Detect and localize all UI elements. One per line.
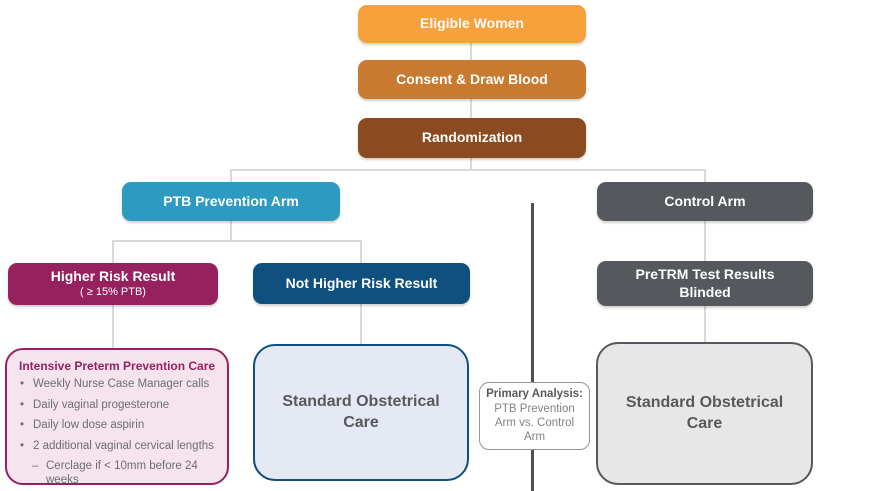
care-sub-bullet-item: Cerclage if < 10mm before 24 weeks	[19, 460, 217, 487]
connector-line	[360, 304, 362, 344]
node-label: Not Higher Risk Result	[285, 274, 438, 291]
connector-line	[230, 169, 232, 182]
flow-node-control-arm: Control Arm	[597, 182, 813, 221]
primary-analysis-body: PTB Prevention Arm vs. Control Arm	[494, 402, 575, 444]
node-label: PreTRM Test Results Blinded	[635, 266, 775, 300]
connector-line	[704, 221, 706, 261]
node-label: Higher Risk Result	[50, 267, 176, 284]
flow-node-ptb-prevention-arm: PTB Prevention Arm	[122, 182, 340, 221]
care-bullet-item: Daily vaginal progesterone	[19, 399, 217, 413]
arm-divider-line	[531, 203, 534, 491]
care-bullet-item: Weekly Nurse Case Manager calls	[19, 378, 217, 392]
connector-line	[470, 43, 472, 60]
primary-analysis-callout: Primary Analysis: PTB Prevention Arm vs.…	[479, 382, 590, 450]
node-label: Control Arm	[664, 192, 746, 209]
connector-line	[112, 240, 114, 263]
connector-line	[230, 221, 232, 241]
care-box-label: Standard Obstetrical Care	[625, 393, 784, 432]
connector-line	[704, 306, 706, 342]
standard-care-box-ptb-arm: Standard Obstetrical Care	[253, 344, 469, 481]
connector-line	[470, 158, 472, 171]
connector-line	[704, 169, 706, 182]
node-label: PTB Prevention Arm	[163, 192, 299, 209]
standard-care-box-control-arm: Standard Obstetrical Care	[596, 342, 813, 485]
flow-node-not-higher-risk-result: Not Higher Risk Result	[253, 263, 470, 304]
care-bullet-item: Daily low dose aspirin	[19, 419, 217, 433]
flow-node-eligible-women: Eligible Women	[358, 5, 586, 43]
connector-line	[112, 305, 114, 348]
flow-node-pretrm-results-blinded: PreTRM Test Results Blinded	[597, 261, 813, 306]
connector-line	[112, 240, 362, 242]
node-sublabel: ( ≥ 15% PTB)	[80, 286, 146, 299]
care-bullet-item: 2 additional vaginal cervical lengths	[19, 440, 217, 454]
node-label: Consent & Draw Blood	[396, 70, 548, 87]
care-box-title: Intensive Preterm Prevention Care	[19, 359, 216, 373]
node-label: Randomization	[421, 129, 523, 146]
connector-line	[360, 240, 362, 263]
primary-analysis-title: Primary Analysis:	[486, 388, 583, 401]
flow-node-randomization: Randomization	[358, 118, 586, 158]
intensive-prevention-care-box: Intensive Preterm Prevention Care Weekly…	[5, 348, 229, 487]
care-box-label: Standard Obstetrical Care	[282, 392, 440, 431]
flow-node-higher-risk-result: Higher Risk Result ( ≥ 15% PTB)	[8, 263, 218, 305]
connector-line	[230, 169, 706, 171]
node-label: Eligible Women	[420, 15, 524, 32]
flow-node-consent-draw-blood: Consent & Draw Blood	[358, 60, 586, 99]
care-bullet-list: Weekly Nurse Case Manager calls Daily va…	[19, 378, 217, 487]
connector-line	[470, 99, 472, 118]
